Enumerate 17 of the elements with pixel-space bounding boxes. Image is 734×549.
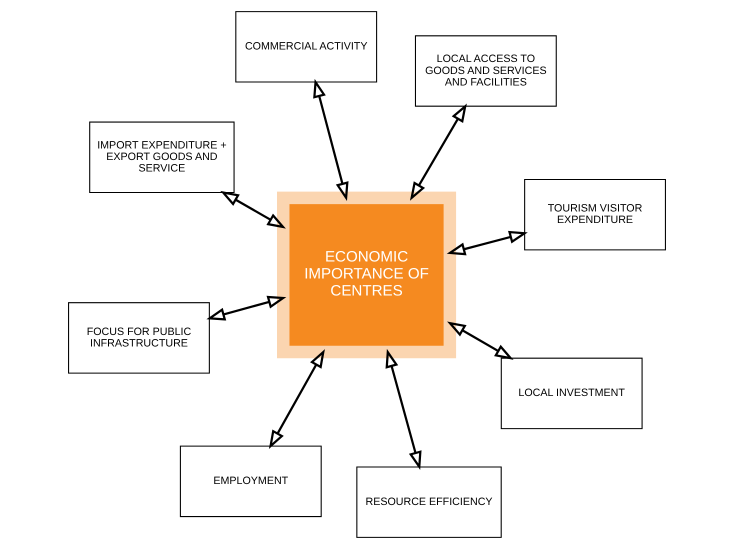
node-box: TOURISM VISITOR EXPENDITURE bbox=[524, 178, 666, 250]
node-box: RESOURCE EFFICIENCY bbox=[356, 466, 502, 538]
node-box: COMMERCIAL ACTIVITY bbox=[235, 11, 378, 83]
arrow bbox=[447, 321, 514, 360]
arrow bbox=[446, 230, 528, 256]
node-box: ECONOMIC IMPORTANCE OF CENTRES bbox=[277, 192, 456, 358]
node-box: IMPORT EXPENDITURE + EXPORT GOODS AND SERVICE bbox=[89, 122, 235, 194]
node-box: LOCAL ACCESS TO GOODS AND SERVICES AND FACILITIES bbox=[414, 35, 557, 107]
arrow bbox=[410, 103, 467, 201]
arrow bbox=[268, 349, 325, 450]
arrow bbox=[206, 296, 286, 321]
arrow bbox=[313, 78, 349, 201]
arrow bbox=[386, 348, 422, 470]
node-box: EMPLOYMENT bbox=[180, 446, 322, 518]
node-box: FOCUS FOR PUBLIC INFRASTRUCTURE bbox=[68, 302, 210, 374]
arrow bbox=[220, 190, 286, 229]
node-box: LOCAL INVESTMENT bbox=[500, 358, 643, 430]
